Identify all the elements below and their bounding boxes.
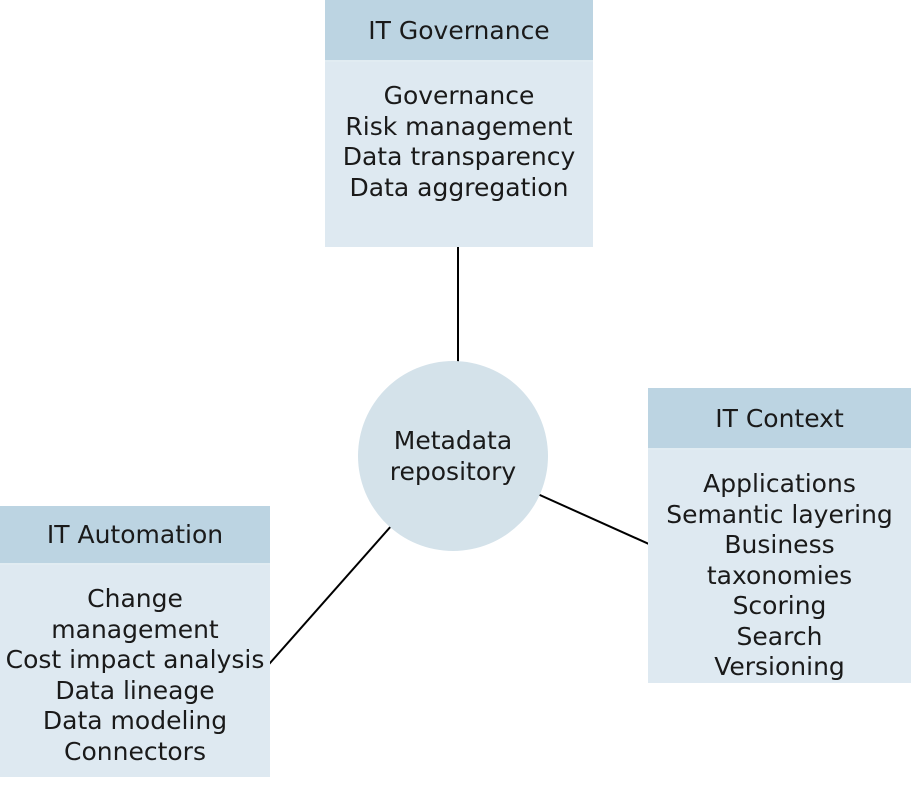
list-item: Search	[736, 621, 823, 651]
list-item: Connectors	[64, 736, 206, 766]
context-title-label: IT Context	[715, 403, 844, 433]
list-item: Applications	[703, 469, 856, 498]
list-item: Governance	[383, 81, 535, 110]
metadata-repository-label: Metadata repository	[389, 426, 517, 486]
list-item: Data aggregation	[349, 172, 569, 202]
automation-box-items: Change management Cost impact analysis D…	[0, 565, 270, 777]
governance-box: IT Governance Governance Risk management…	[325, 0, 593, 247]
context-box: IT Context Applications Semantic layerin…	[648, 388, 911, 683]
context-box-title: IT Context	[648, 388, 911, 450]
list-item: Semantic layering	[666, 499, 893, 529]
governance-box-title: IT Governance	[325, 0, 593, 62]
list-item: Risk management	[345, 111, 573, 141]
automation-box-title: IT Automation	[0, 506, 270, 565]
list-item: Scoring	[732, 591, 827, 620]
governance-box-items: Governance Risk management Data transpar…	[325, 62, 593, 247]
list-item: Versioning	[714, 652, 845, 681]
list-item: Change management	[51, 584, 219, 644]
automation-box: IT Automation Change management Cost imp…	[0, 506, 270, 777]
governance-title-label: IT Governance	[368, 15, 550, 45]
metadata-repository-node: Metadata repository	[358, 361, 548, 551]
list-item: Data lineage	[55, 675, 215, 705]
context-box-items: Applications Semantic layering Business …	[648, 450, 911, 683]
automation-title-label: IT Automation	[46, 520, 224, 549]
list-item: Business taxonomies	[706, 530, 853, 590]
list-item: Cost impact analysis	[5, 645, 265, 674]
list-item: Data modeling	[42, 706, 228, 735]
list-item: Data transparency	[342, 142, 576, 171]
